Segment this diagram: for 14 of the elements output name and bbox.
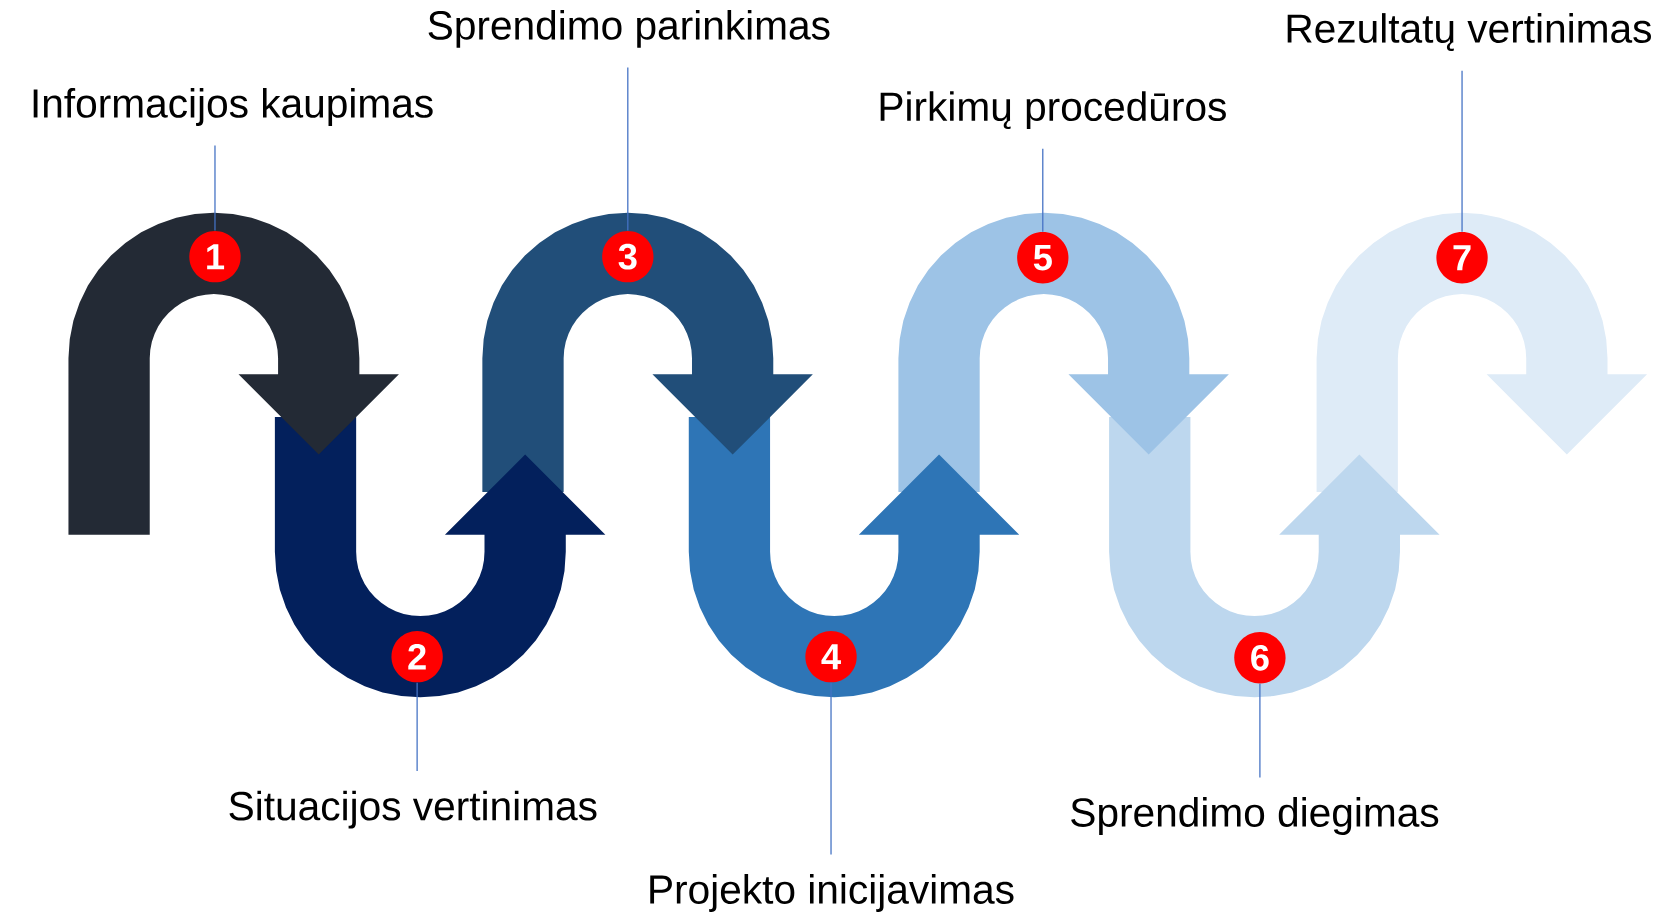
step-label: Sprendimo diegimas — [1071, 797, 1439, 836]
step-label: Informacijos kaupimas — [33, 88, 433, 126]
leader-line — [214, 145, 216, 232]
step-label: Situacijos vertinimas — [229, 790, 597, 829]
leader-line — [1461, 70, 1463, 233]
step-label: Pirkimų procedūros — [880, 91, 1226, 130]
leader-line — [416, 682, 418, 772]
leader-line — [1259, 683, 1261, 779]
step-label: Rezultatų vertinimas — [1287, 13, 1651, 52]
leader-line — [1042, 148, 1044, 233]
leader-line — [627, 67, 629, 232]
leader-line — [830, 682, 832, 856]
step-label: Projekto inicijavimas — [650, 874, 1014, 913]
step-label: Sprendimo parinkimas — [428, 10, 830, 48]
